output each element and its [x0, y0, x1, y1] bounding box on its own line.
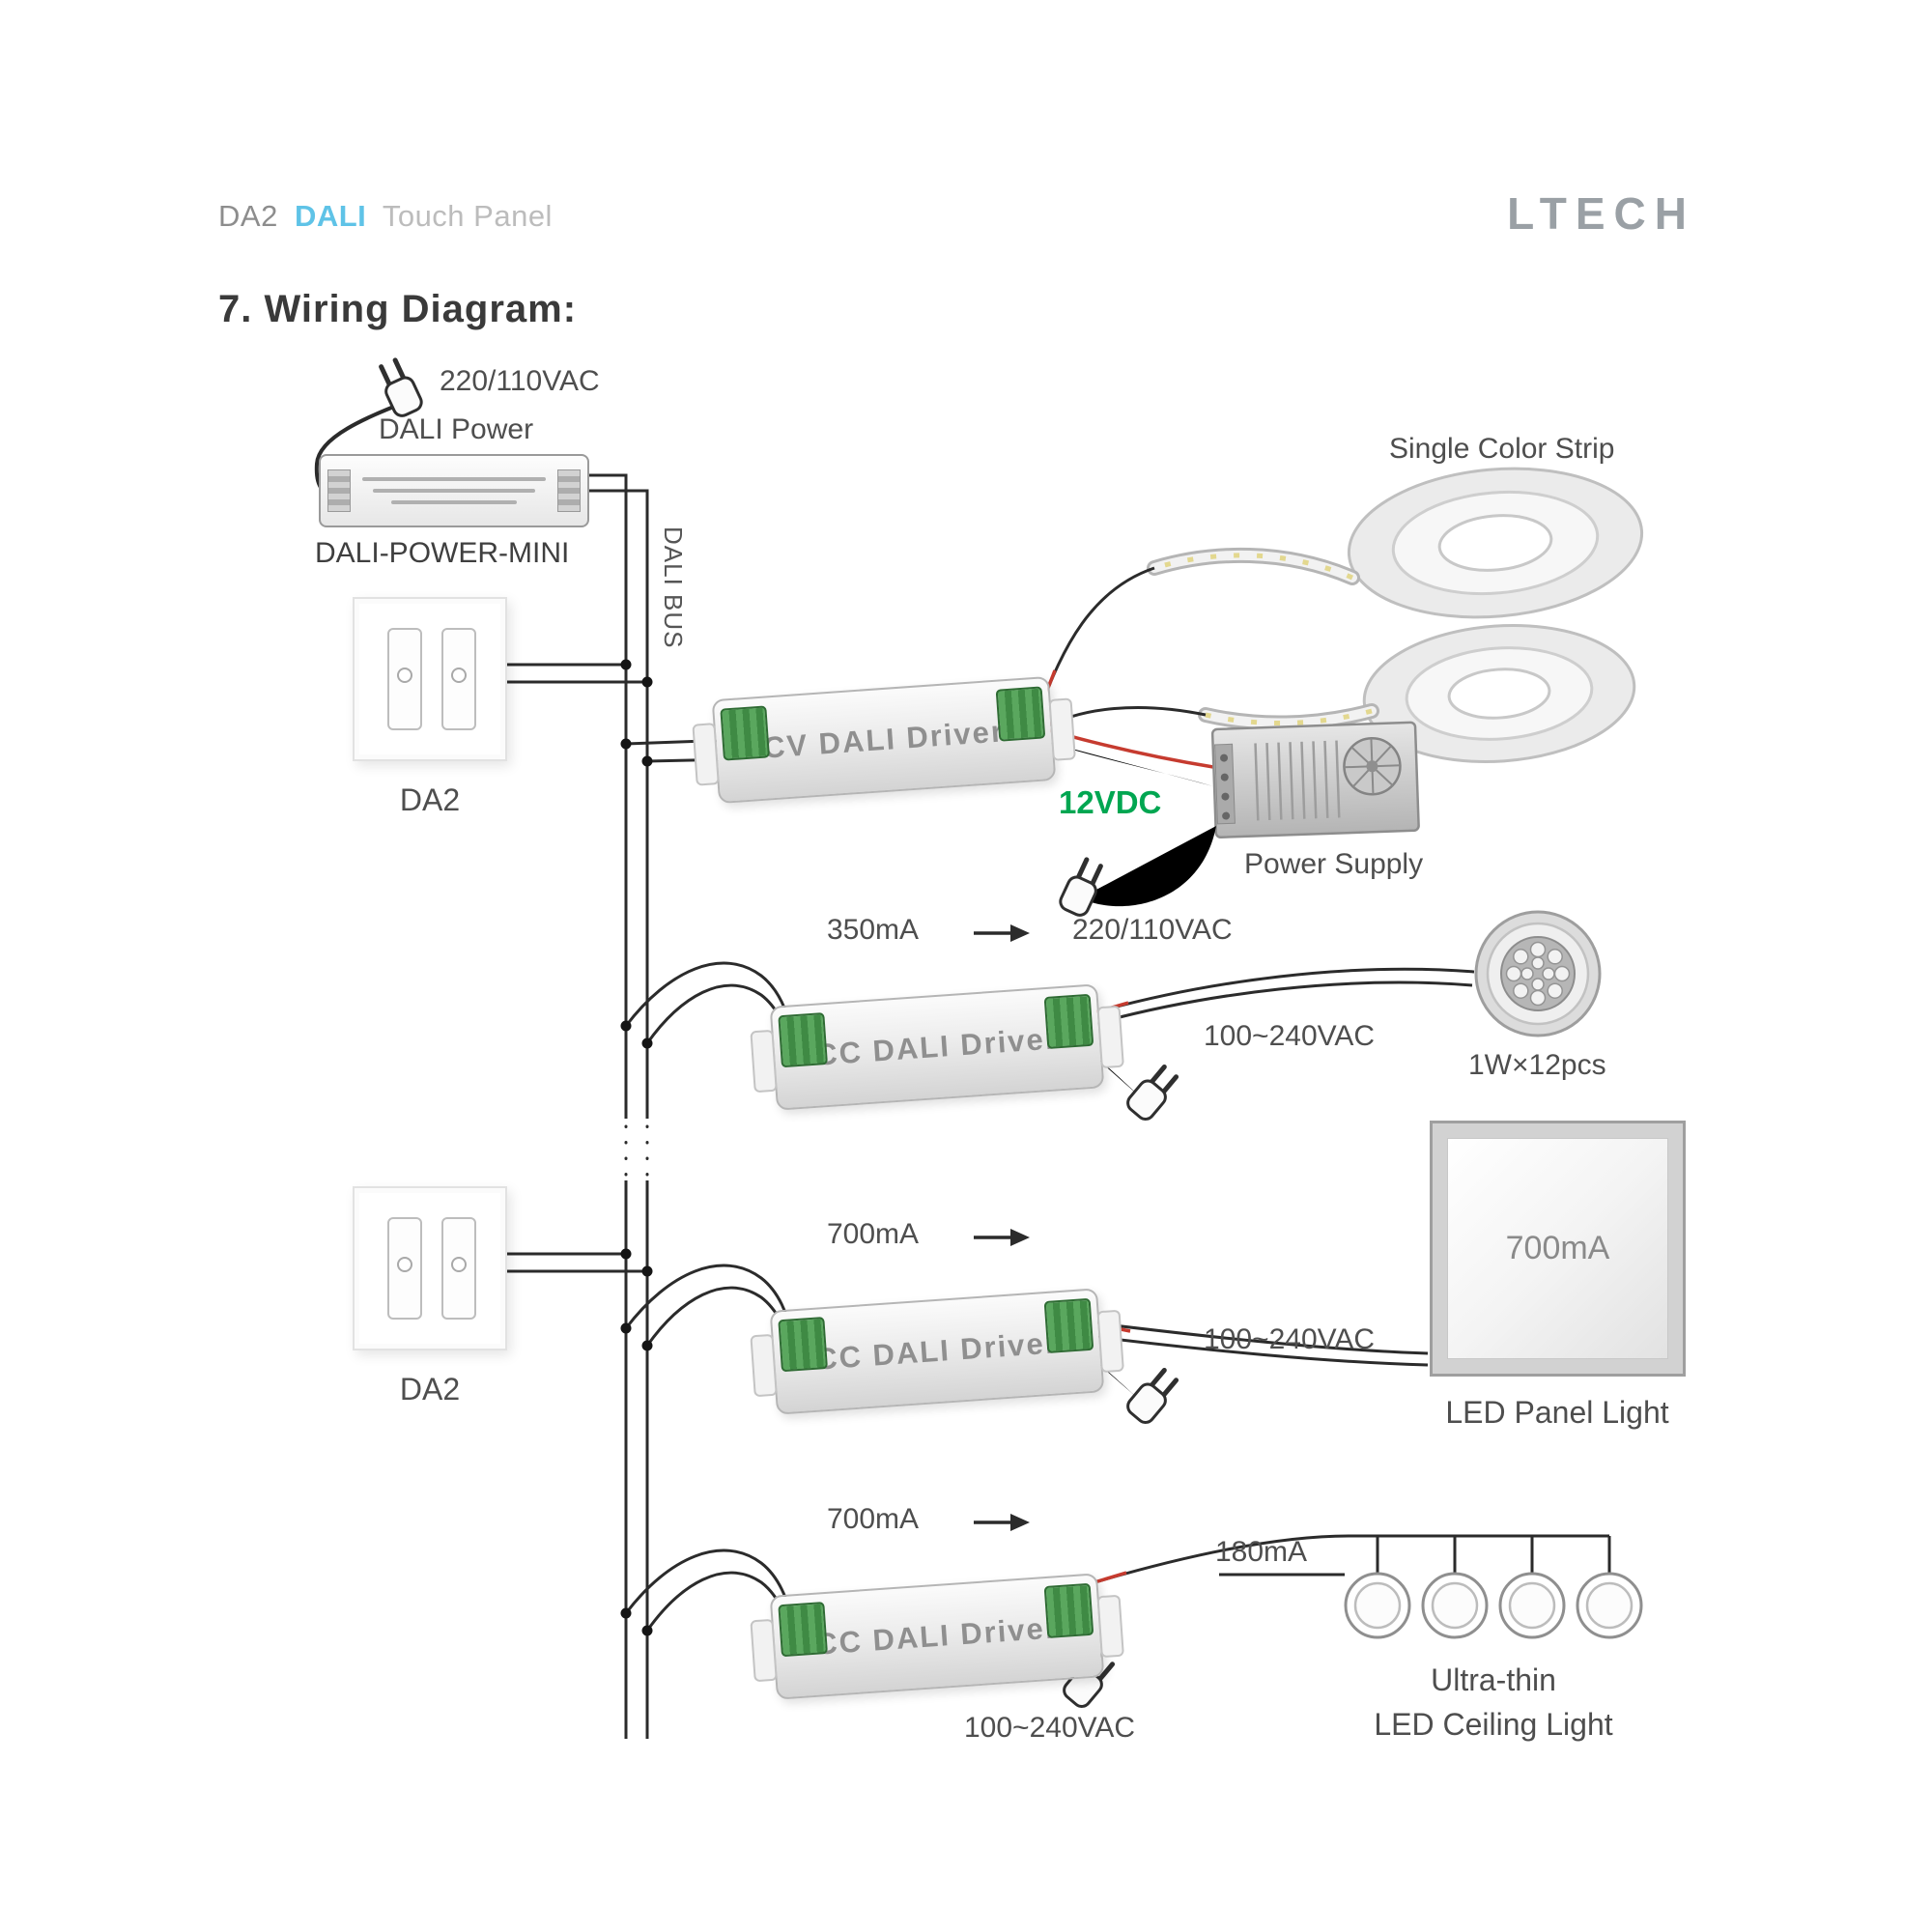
led-strip-coil-icon — [1347, 467, 1644, 764]
power-plug-icon — [1124, 1366, 1181, 1426]
section-title: 7. Wiring Diagram: — [218, 288, 578, 330]
ceiling-light-label-line1: Ultra-thin — [1431, 1662, 1556, 1697]
da2-bus-taps — [507, 663, 647, 1273]
cc2-mains-label: 100~240VAC — [1204, 1323, 1376, 1355]
flow-arrow-icon — [974, 1229, 1030, 1246]
da2-touch-panel-2 — [353, 1186, 507, 1350]
driver-flange — [1096, 1594, 1124, 1659]
driver-label: CC DALI Driver — [814, 1325, 1060, 1377]
dali-power-model-label: DALI-POWER-MINI — [315, 537, 570, 569]
lamp-current-label: 180mA — [1215, 1536, 1308, 1568]
ceiling-light-label-line2: LED Ceiling Light — [1374, 1707, 1613, 1743]
terminal-block-icon — [1043, 1297, 1094, 1354]
driver-flange — [750, 1029, 778, 1094]
touch-slider-icon — [441, 628, 476, 730]
slider-knob-icon — [397, 1256, 412, 1272]
psu-mains-label: 220/110VAC — [1072, 914, 1233, 946]
terminal-block-icon — [1043, 1582, 1094, 1639]
driver-label: CV DALI Driver — [761, 714, 1006, 765]
led-panel-light: 700mA — [1430, 1121, 1686, 1377]
terminal-block-icon — [778, 1602, 828, 1658]
doc-ref: DA2 — [218, 199, 278, 233]
led-panel-label: LED Panel Light — [1445, 1395, 1669, 1430]
led-downlight-icon — [1474, 910, 1602, 1037]
cc3-current-label: 700mA — [827, 1503, 920, 1535]
terminal-block-icon — [1043, 993, 1094, 1050]
power-supply-label: Power Supply — [1244, 848, 1424, 880]
power-plug-icon — [1124, 1063, 1181, 1122]
dali-power-supply-unit — [319, 454, 589, 527]
panel-feed-wires — [1079, 1320, 1429, 1367]
cc1-current-label: 350mA — [827, 914, 920, 946]
driver-flange — [750, 1618, 778, 1683]
dali-bus-label: DALI BUS — [659, 526, 688, 649]
downlight-load-label: 1W×12pcs — [1468, 1049, 1606, 1081]
terminal-block-icon — [720, 705, 770, 761]
ceiling-lamp-icon — [1344, 1572, 1643, 1639]
cc3-mains-label: 100~240VAC — [964, 1712, 1136, 1744]
da2-label-2: DA2 — [399, 1372, 461, 1406]
da2-label-1: DA2 — [399, 782, 461, 817]
fineprint-line — [391, 500, 517, 504]
slider-knob-icon — [451, 667, 467, 683]
terminal-block-icon — [995, 686, 1046, 742]
slider-knob-icon — [397, 667, 412, 683]
doc-suffix: Touch Panel — [382, 199, 553, 233]
led-panel-current: 700mA — [1447, 1138, 1668, 1359]
led-strip-tails — [1147, 547, 1379, 731]
touch-slider-icon — [441, 1217, 476, 1320]
downlight-feed-wires — [1079, 967, 1475, 1030]
da2-touch-panel-1 — [353, 597, 507, 761]
driver-flange — [1096, 1005, 1124, 1069]
dali-power-label: DALI Power — [379, 413, 534, 445]
terminal-block-icon — [778, 1317, 828, 1373]
psu-mains-cable — [1080, 826, 1216, 907]
doc-title: DA2 DALI Touch Panel — [218, 199, 553, 234]
driver-flange — [1096, 1309, 1124, 1374]
driver-label: CC DALI Driver — [814, 1021, 1060, 1072]
cc1-mains-label: 100~240VAC — [1204, 1020, 1376, 1052]
bus-junction-dots — [620, 659, 653, 1636]
brand-logo: LTECH — [1507, 188, 1695, 239]
cc2-current-label: 700mA — [827, 1218, 920, 1250]
fineprint-line — [373, 489, 535, 493]
dc-voltage-label: 12VDC — [1059, 784, 1162, 820]
slider-knob-icon — [451, 1256, 467, 1272]
touch-slider-icon — [387, 1217, 422, 1320]
strip-load-label: Single Color Strip — [1389, 433, 1615, 465]
power-supply-unit-icon — [1210, 721, 1420, 839]
power-plug-icon — [1058, 857, 1107, 918]
mains-voltage-label: 220/110VAC — [440, 365, 600, 397]
flow-arrow-icon — [974, 1514, 1030, 1531]
driver-flange — [692, 723, 720, 786]
terminal-block-icon — [778, 1012, 828, 1068]
doc-product: DALI — [294, 199, 367, 233]
psu-dc-wire — [1039, 740, 1213, 786]
ceiling-light-label: Ultra-thin LED Ceiling Light — [1349, 1658, 1638, 1747]
flow-arrow-icon — [974, 924, 1030, 942]
driver-flange — [1048, 697, 1076, 761]
fineprint-line — [362, 477, 546, 481]
driver-label: CC DALI Driver — [814, 1610, 1060, 1662]
driver-flange — [750, 1333, 778, 1398]
touch-slider-icon — [387, 628, 422, 730]
